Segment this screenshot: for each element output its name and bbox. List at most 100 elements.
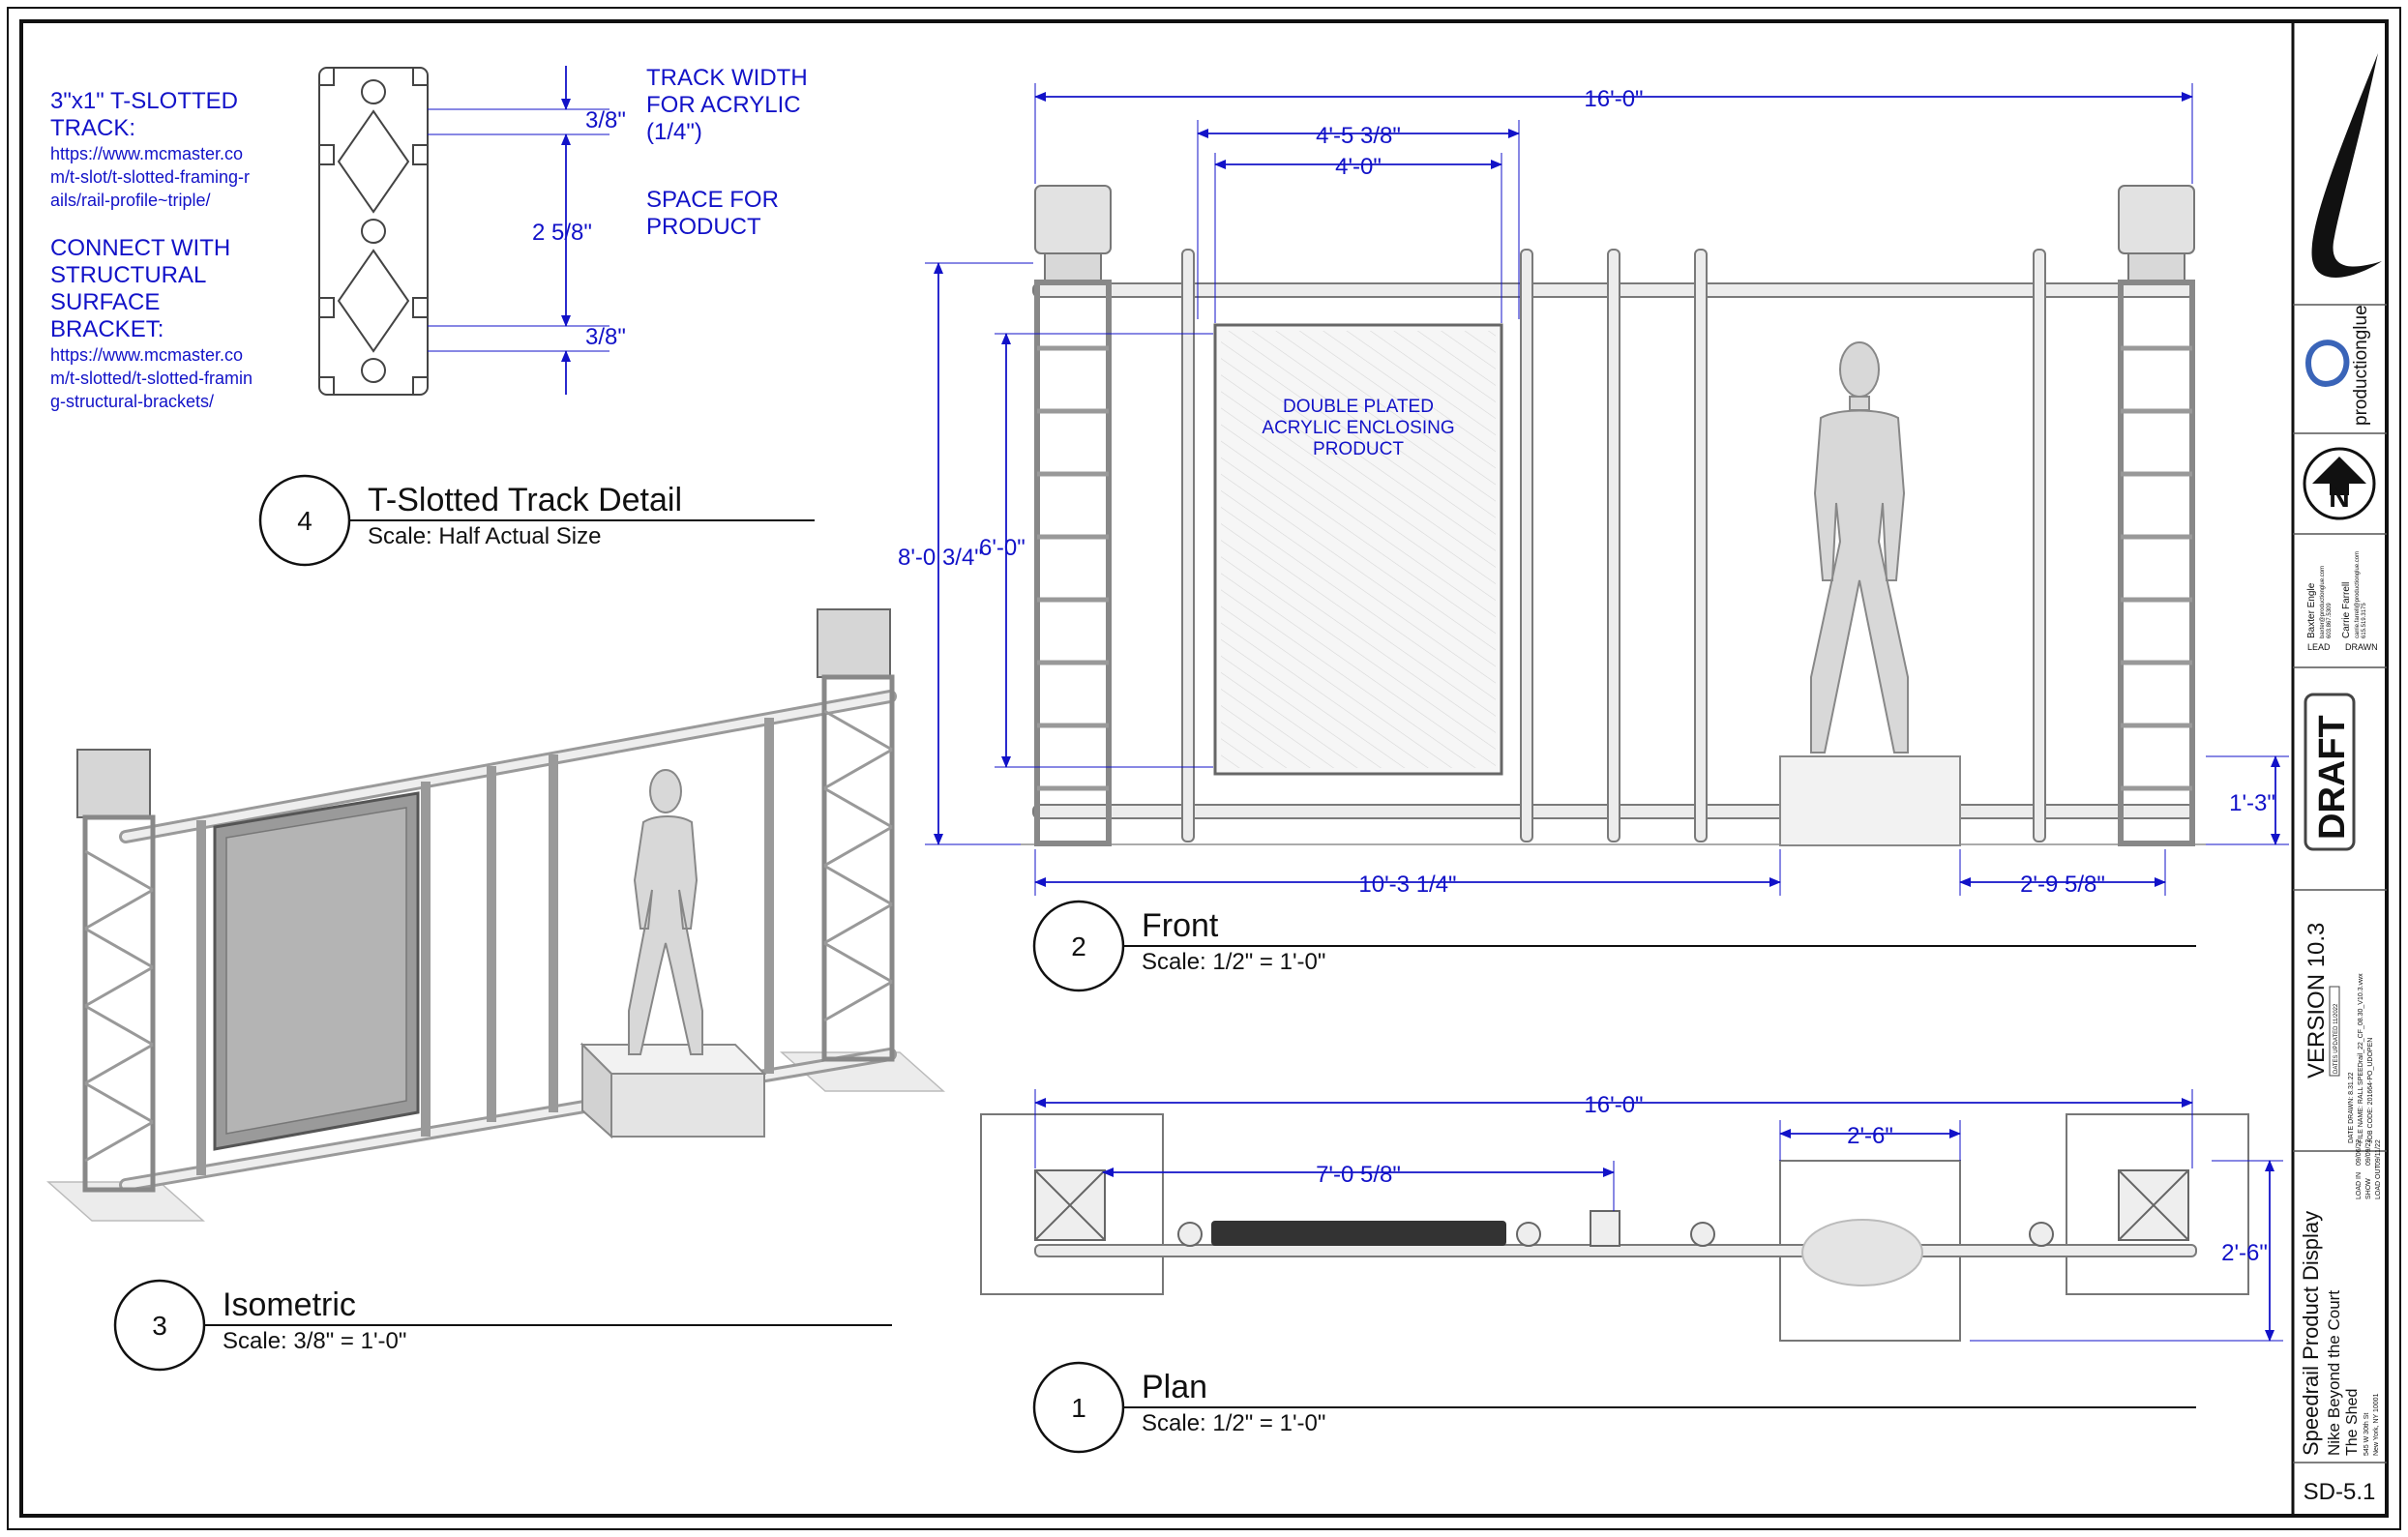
front-dim-frame-outer: 4'-5 3/8" bbox=[1316, 123, 1401, 149]
left-truss bbox=[1034, 185, 1112, 846]
callout-number-4: 4 bbox=[297, 506, 312, 536]
version-block: VERSION 10.3 DATES UPDATED 11/2022 DATE … bbox=[2304, 923, 2374, 1143]
iso-right-truss bbox=[817, 608, 895, 1062]
version-label: VERSION 10.3 bbox=[2304, 923, 2330, 1079]
draft-stamp-text: DRAFT bbox=[2312, 715, 2353, 840]
front-dim-plinth-to-end: 2'-9 5/8" bbox=[2020, 872, 2105, 898]
iso-plinth bbox=[580, 1042, 767, 1139]
front-dim-height-acrylic: 6'-0" bbox=[979, 535, 1026, 561]
lead-phone: 603.867.5309 bbox=[2327, 603, 2333, 638]
credits-block: Baxter Engle baxter@productionglue.com 6… bbox=[2306, 551, 2378, 652]
lead-email: baxter@productionglue.com bbox=[2320, 566, 2326, 638]
detail-title-3: Isometric bbox=[223, 1286, 356, 1323]
front-dim-to-plinth: 10'-3 1/4" bbox=[1358, 872, 1456, 898]
space-note-line1: SPACE FOR bbox=[646, 187, 779, 213]
callout-number-2: 2 bbox=[1071, 931, 1086, 961]
front-dim-height-total: 8'-0 3/4" bbox=[898, 545, 983, 571]
right-truss bbox=[2118, 185, 2195, 846]
address-line1: 545 W 30th St bbox=[2363, 1413, 2370, 1456]
front-dim-plinth-height: 1'-3" bbox=[2229, 790, 2275, 816]
track-url-line3: ails/rail-profile~triple/ bbox=[50, 191, 211, 210]
tslot-dim-bottom: 3/8" bbox=[585, 324, 626, 350]
load-in-date: 09/06/22 bbox=[2356, 1139, 2363, 1166]
drawn-name: Carrie Farrell bbox=[2341, 582, 2352, 638]
load-out-date: 09/11/22 bbox=[2375, 1139, 2382, 1166]
lead-label: LEAD bbox=[2307, 642, 2331, 652]
front-dim-frame-inner: 4'-0" bbox=[1335, 154, 1382, 180]
date-drawn: DATE DRAWN: 8.31.22 bbox=[2348, 1072, 2355, 1143]
north-label: N bbox=[2329, 482, 2350, 514]
track-url-line2: m/t-slot/t-slotted-framing-r bbox=[50, 167, 250, 187]
bracket-url-line2: m/t-slotted/t-slotted-framin bbox=[50, 369, 253, 388]
connect-line2: STRUCTURAL bbox=[50, 262, 206, 288]
show-date: 09/09/22 bbox=[2365, 1139, 2372, 1166]
plan-mannequin-icon bbox=[1801, 1219, 1923, 1286]
drawn-phone: 615.519.3175 bbox=[2362, 603, 2367, 638]
detail-callout-2: 2 Front Scale: 1/2" = 1'-0" bbox=[1032, 900, 2196, 992]
load-in-label: LOAD IN bbox=[2356, 1172, 2363, 1199]
file-name: FILE NAME: RALL SPEEDrail_22_CF_08.30_V1… bbox=[2358, 973, 2364, 1143]
callout-number-3: 3 bbox=[152, 1311, 167, 1341]
bracket-url-line3: g-structural-brackets/ bbox=[50, 392, 214, 411]
detail-front: DOUBLE PLATED ACRYLIC ENCLOSING PRODUCT … bbox=[898, 83, 2289, 992]
drawn-label: DRAWN bbox=[2345, 642, 2378, 652]
plan-acrylic bbox=[1211, 1221, 1506, 1246]
track-title-line1: 3"x1" T-SLOTTED bbox=[50, 88, 238, 114]
tslot-dim-middle: 2 5/8" bbox=[532, 220, 592, 246]
plan-dim-acrylic: 7'-0 5/8" bbox=[1316, 1162, 1401, 1188]
detail-title-4: T-Slotted Track Detail bbox=[368, 482, 682, 518]
lead-name: Baxter Engle bbox=[2306, 582, 2317, 638]
plan-dim-overall: 16'-0" bbox=[1584, 1092, 1643, 1118]
connect-line3: SURFACE bbox=[50, 289, 160, 315]
drawn-email: carrie.farrell@productionglue.com bbox=[2355, 551, 2361, 638]
front-plinth bbox=[1779, 755, 1961, 846]
iso-mannequin-icon bbox=[628, 769, 703, 1055]
detail-isometric: 3 Isometric Scale: 3/8" = 1'-0" bbox=[46, 608, 945, 1372]
schedule-block: LOAD IN 09/06/22 SHOW 09/09/22 LOAD OUT … bbox=[2356, 1139, 2382, 1199]
client-name: Nike Beyond the Court bbox=[2325, 1290, 2343, 1456]
venue-name: The Shed bbox=[2344, 1389, 2361, 1456]
bracket-url-line1: https://www.mcmaster.co bbox=[50, 345, 243, 365]
detail-scale-2: Scale: 1/2" = 1'-0" bbox=[1142, 949, 1325, 975]
plan-dim-plinth-width: 2'-6" bbox=[1847, 1123, 1893, 1149]
connect-line4: BRACKET: bbox=[50, 316, 164, 342]
project-block: Speedrail Product Display Nike Beyond th… bbox=[2299, 1211, 2380, 1456]
callout-number-1: 1 bbox=[1071, 1393, 1086, 1423]
tslot-profile bbox=[318, 67, 429, 396]
detail-scale-4: Scale: Half Actual Size bbox=[368, 523, 601, 549]
company-logo-text: productionglue bbox=[2351, 305, 2371, 426]
detail-title-1: Plan bbox=[1142, 1369, 1207, 1405]
width-note-line3: (1/4") bbox=[646, 119, 702, 145]
project-title: Speedrail Product Display bbox=[2299, 1211, 2323, 1456]
detail-callout-3: 3 Isometric Scale: 3/8" = 1'-0" bbox=[113, 1279, 892, 1372]
connect-line1: CONNECT WITH bbox=[50, 235, 230, 261]
width-note-line2: FOR ACRYLIC bbox=[646, 92, 801, 118]
width-note-line1: TRACK WIDTH bbox=[646, 65, 808, 91]
front-mannequin-icon bbox=[1810, 341, 1909, 754]
acrylic-note-line2: ACRYLIC ENCLOSING bbox=[1262, 418, 1454, 438]
acrylic-note-line3: PRODUCT bbox=[1313, 439, 1404, 459]
swoosh-logo bbox=[2311, 53, 2382, 278]
north-arrow: N bbox=[2303, 447, 2376, 520]
show-label: SHOW bbox=[2365, 1178, 2372, 1199]
detail-tslot: 3"x1" T-SLOTTED TRACK: https://www.mcmas… bbox=[50, 65, 815, 567]
detail-plan: 16'-0" 7'-0 5/8" 2'-6" 2'-6" 1 Plan Scal… bbox=[980, 1089, 2283, 1454]
space-note-line2: PRODUCT bbox=[646, 214, 761, 240]
detail-scale-1: Scale: 1/2" = 1'-0" bbox=[1142, 1410, 1325, 1436]
sheet-number: SD-5.1 bbox=[2304, 1479, 2376, 1505]
track-title-line2: TRACK: bbox=[50, 115, 135, 141]
job-code: JOB CODE: 201664-PO_UDOPEN bbox=[2367, 1038, 2374, 1143]
track-url-line1: https://www.mcmaster.co bbox=[50, 144, 243, 163]
acrylic-note-line1: DOUBLE PLATED bbox=[1283, 397, 1434, 417]
address-line2: New York, NY 10001 bbox=[2373, 1393, 2380, 1456]
load-out-label: LOAD OUT bbox=[2375, 1164, 2382, 1199]
detail-scale-3: Scale: 3/8" = 1'-0" bbox=[223, 1328, 406, 1354]
detail-callout-4: 4 T-Slotted Track Detail Scale: Half Act… bbox=[258, 474, 815, 567]
version-sub: DATES UPDATED 11/2022 bbox=[2334, 1003, 2339, 1074]
tslot-dim-top: 3/8" bbox=[585, 107, 626, 133]
productionglue-logo: productionglue bbox=[2304, 305, 2371, 426]
detail-callout-1: 1 Plan Scale: 1/2" = 1'-0" bbox=[1032, 1361, 2196, 1454]
detail-title-2: Front bbox=[1142, 907, 1219, 944]
